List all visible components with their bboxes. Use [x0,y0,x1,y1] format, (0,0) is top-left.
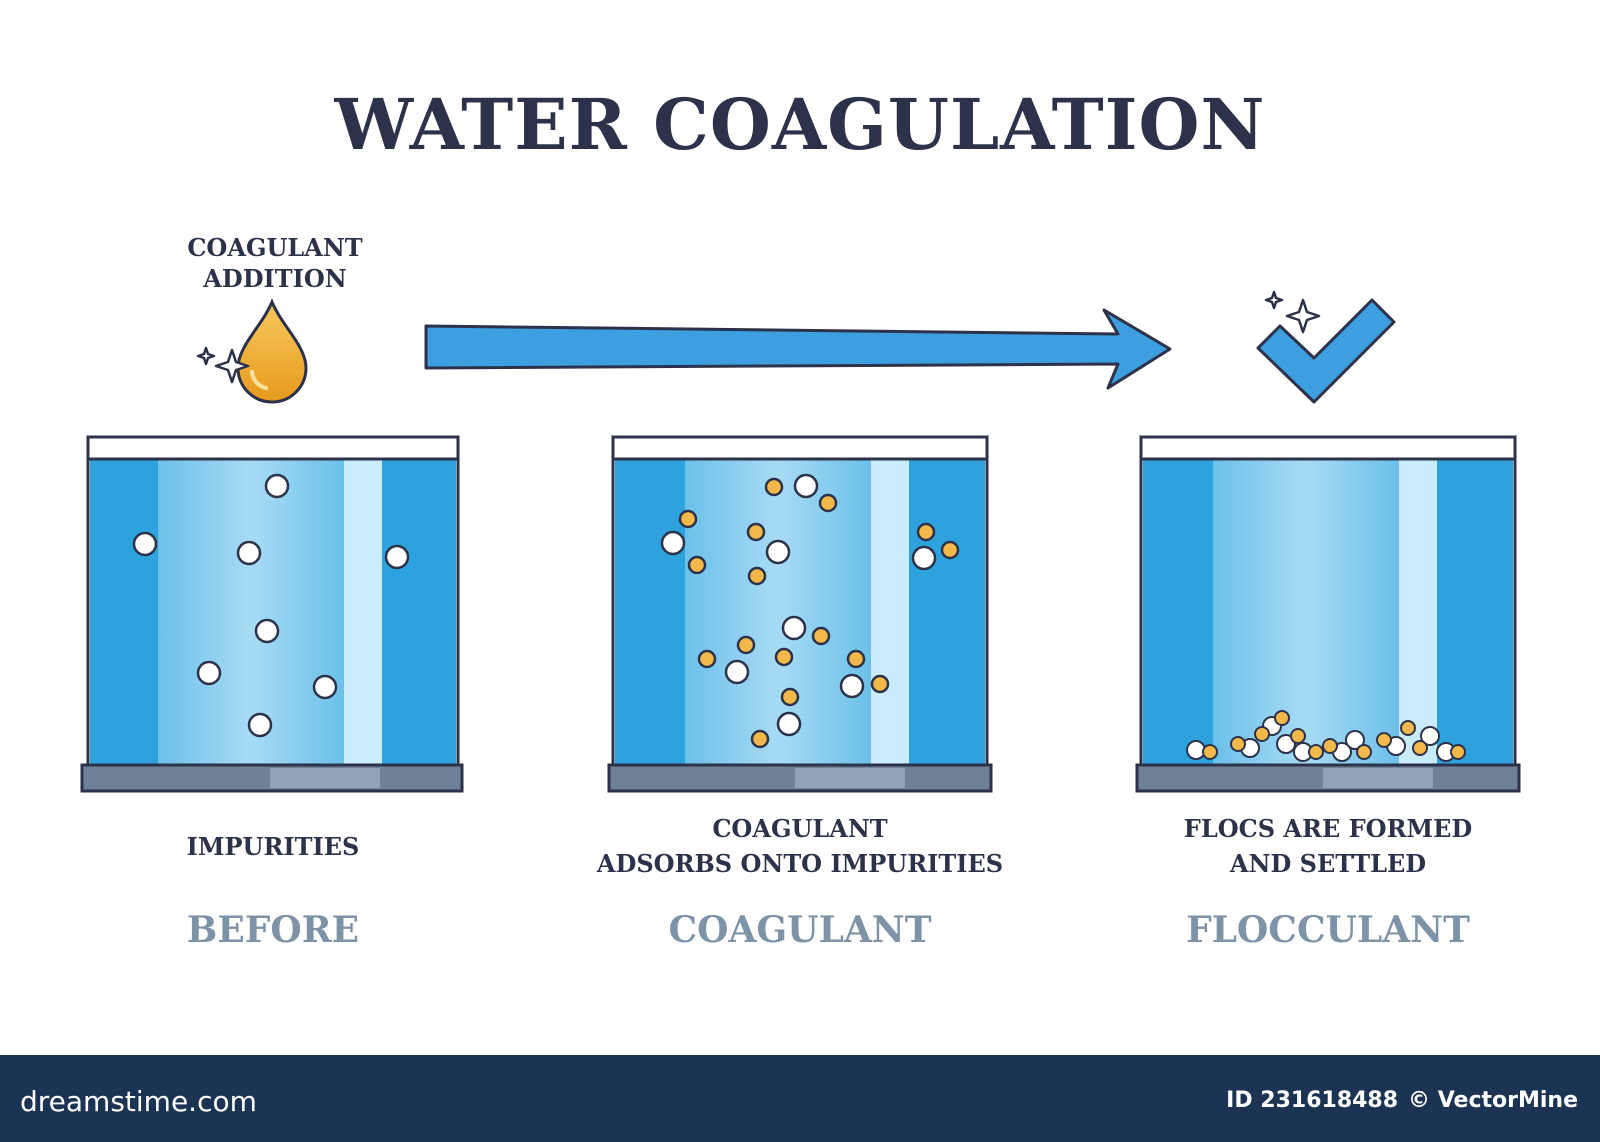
impurities [132,473,410,738]
sparkle-icon [1264,290,1321,334]
footer-image-id: ID 231618488 [1226,1088,1399,1113]
coagulant-particles [678,477,960,749]
coagulant-addition-label: COAGULANT ADDITION [187,233,363,294]
arrow-icon [424,308,1172,390]
footer-copyright[interactable]: © VectorMine [1408,1088,1578,1113]
drop-icon [236,298,308,404]
sparkle-icon [196,346,250,384]
diagram-title: WATER COAGULATION [334,83,1266,166]
impurities [660,473,937,737]
footer-brand[interactable]: dreamstime.com [20,1085,257,1118]
footer-credit: ID 231618488 © VectorMine [1216,1090,1578,1112]
panel-before-description: IMPURITIES [186,832,360,861]
panel-coagulant-stage: COAGULANT [668,909,932,951]
tank-flocculant [1135,435,1521,793]
tank-before [80,435,464,793]
panel-coagulant-description: COAGULANT ADSORBS ONTO IMPURITIES [596,814,1004,878]
footer-bar [0,1055,1600,1142]
settled-flocs [1186,710,1466,762]
panel-flocculant-description: FLOCS ARE FORMED AND SETTLED [1183,814,1473,878]
panel-before-stage: BEFORE [186,909,360,951]
checkmark-icon [1256,298,1396,404]
panel-flocculant-stage: FLOCCULANT [1186,909,1470,951]
